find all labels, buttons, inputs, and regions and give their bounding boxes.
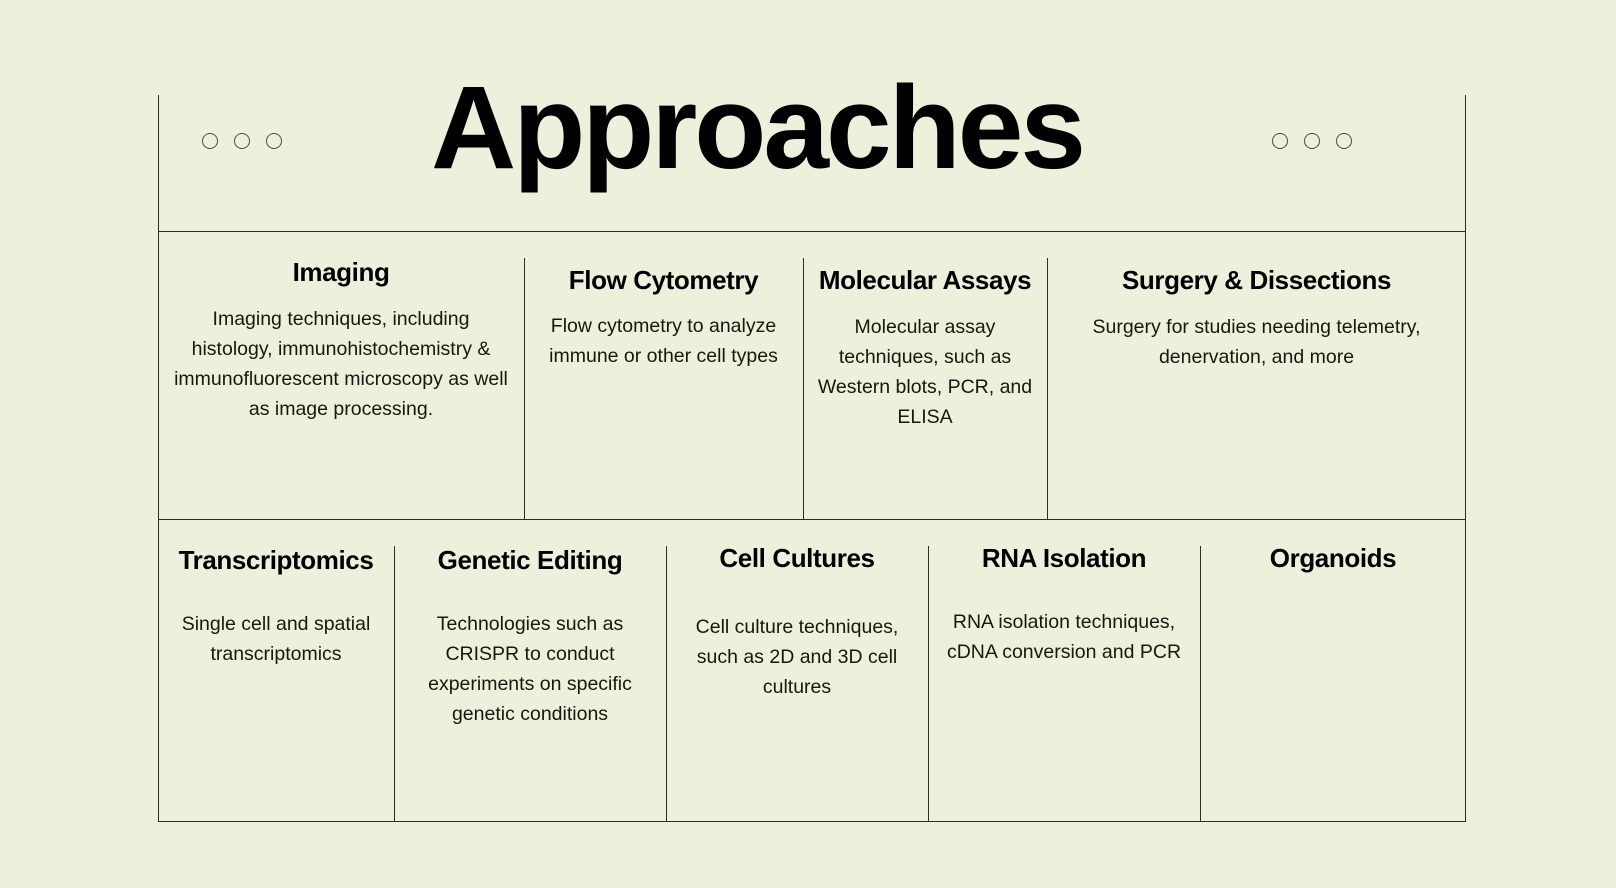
approach-card-imaging[interactable]: Imaging Imaging techniques, including hi… [158,232,524,519]
circle-icon [1304,133,1320,149]
circle-icon [202,133,218,149]
approach-row-1: Imaging Imaging techniques, including hi… [158,232,1466,519]
card-body: Single cell and spatial transcriptomics [181,613,371,666]
card-title: RNA Isolation [981,543,1147,573]
card-body: Technologies such as CRISPR to conduct e… [428,613,632,726]
card-title: Surgery & Dissections [1121,265,1392,295]
approach-card-rna-isolation[interactable]: RNA Isolation RNA isolation techniques, … [928,520,1200,821]
row-divider [158,519,1466,520]
approach-card-molecular-assays[interactable]: Molecular Assays Molecular assay techniq… [803,232,1047,519]
card-body: Flow cytometry to analyze immune or othe… [549,315,778,368]
board-header: Approaches [158,69,1466,231]
approach-card-surgery-dissections[interactable]: Surgery & Dissections Surgery for studie… [1047,232,1466,519]
circle-icon [266,133,282,149]
column-divider [666,546,667,821]
circle-icon [1336,133,1352,149]
approaches-board: Approaches Imaging Imaging techniques, i… [158,69,1466,822]
board-left-border [158,95,159,822]
card-title: Imaging [292,257,390,287]
approach-card-organoids[interactable]: Organoids [1200,520,1466,821]
board-right-border [1465,95,1466,822]
circle-icon [1272,133,1288,149]
card-title: Cell Cultures [719,543,875,573]
column-divider [524,258,525,519]
card-body: Imaging techniques, including histology,… [174,308,508,421]
page-title: Approaches [431,62,1086,194]
approach-row-2: Transcriptomics Single cell and spatial … [158,520,1466,821]
header-divider [158,231,1466,232]
header-dots-right [1272,133,1352,149]
column-divider [803,258,804,519]
circle-icon [234,133,250,149]
approach-card-transcriptomics[interactable]: Transcriptomics Single cell and spatial … [158,520,394,821]
header-dots-left [202,133,282,149]
card-body: RNA isolation techniques, cDNA conversio… [946,611,1182,664]
card-title: Organoids [1269,543,1397,573]
approach-card-cell-cultures[interactable]: Cell Cultures Cell culture techniques, s… [666,520,928,821]
board-bottom-border [158,821,1466,822]
card-body: Surgery for studies needing telemetry, d… [1092,316,1421,369]
approach-card-flow-cytometry[interactable]: Flow Cytometry Flow cytometry to analyze… [524,232,803,519]
approach-card-genetic-editing[interactable]: Genetic Editing Technologies such as CRI… [394,520,666,821]
card-body: Molecular assay techniques, such as West… [817,316,1033,429]
card-title: Transcriptomics [178,545,374,575]
column-divider [1200,546,1201,821]
column-divider [394,546,395,821]
column-divider [928,546,929,821]
card-title: Flow Cytometry [568,265,759,295]
card-title: Molecular Assays [818,265,1032,295]
card-title: Genetic Editing [437,545,623,575]
card-body: Cell culture techniques, such as 2D and … [695,616,899,699]
column-divider [1047,258,1048,519]
